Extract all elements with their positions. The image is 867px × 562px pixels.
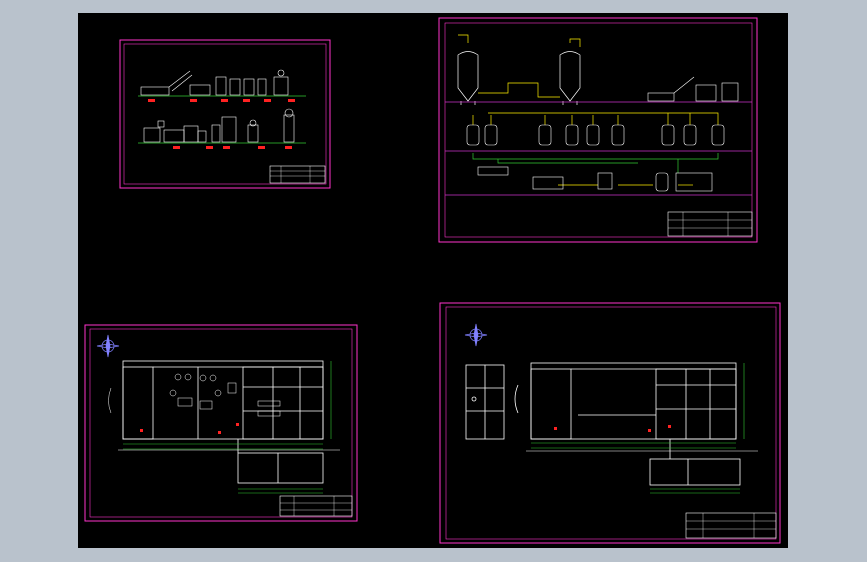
sheet-2-right-equipment (477, 76, 739, 192)
compass-icon-2 (464, 323, 488, 347)
sheet-4-annex-building (465, 364, 505, 440)
sheet-2-pipes-green (472, 153, 719, 173)
sheet-3-building-outline (122, 360, 324, 484)
sheet-3-dimension-lines (118, 361, 340, 494)
sheet-4-main-building (514, 362, 741, 486)
sheet-3-tags (140, 423, 239, 434)
sheet-1-frame-outer (119, 39, 331, 189)
sheet-1-title-block (269, 165, 326, 184)
sheet-2-frame-inner (444, 22, 753, 238)
cad-viewport[interactable] (78, 13, 788, 548)
sheet-4-tags (554, 425, 671, 432)
sheet-2[interactable] (438, 17, 758, 243)
sheet-4-title-block (685, 512, 777, 539)
sheet-2-tanks (466, 124, 725, 146)
sheet-3-frame-outer (84, 324, 358, 522)
sheet-2-frame-outer (438, 17, 758, 243)
sheet-2-title-block (667, 211, 753, 237)
sheet-1-equipment-upper (140, 69, 289, 96)
sheet-3-equipment (108, 373, 281, 417)
sheet-1[interactable] (119, 39, 331, 189)
sheet-4[interactable] (439, 302, 781, 544)
sheet-3-title-block (279, 495, 353, 517)
sheet-3-frame-inner (89, 328, 353, 518)
sheet-4-dimension-lines (526, 363, 758, 494)
sheet-2-silos (457, 51, 581, 105)
sheet-1-tags-lower (173, 146, 292, 149)
sheet-4-frame-inner (445, 306, 777, 540)
sheet-4-frame-outer (439, 302, 781, 544)
compass-icon (96, 334, 120, 358)
sheet-1-equipment-lower (143, 108, 295, 143)
sheet-1-frame-inner (123, 43, 327, 185)
cad-drawing (84, 17, 781, 544)
sheet-3[interactable] (84, 324, 358, 522)
sheet-1-tags-upper (148, 99, 295, 102)
sheet-2-process-lines-magenta (445, 101, 752, 196)
sheet-2-pipes-yellow (458, 34, 719, 186)
